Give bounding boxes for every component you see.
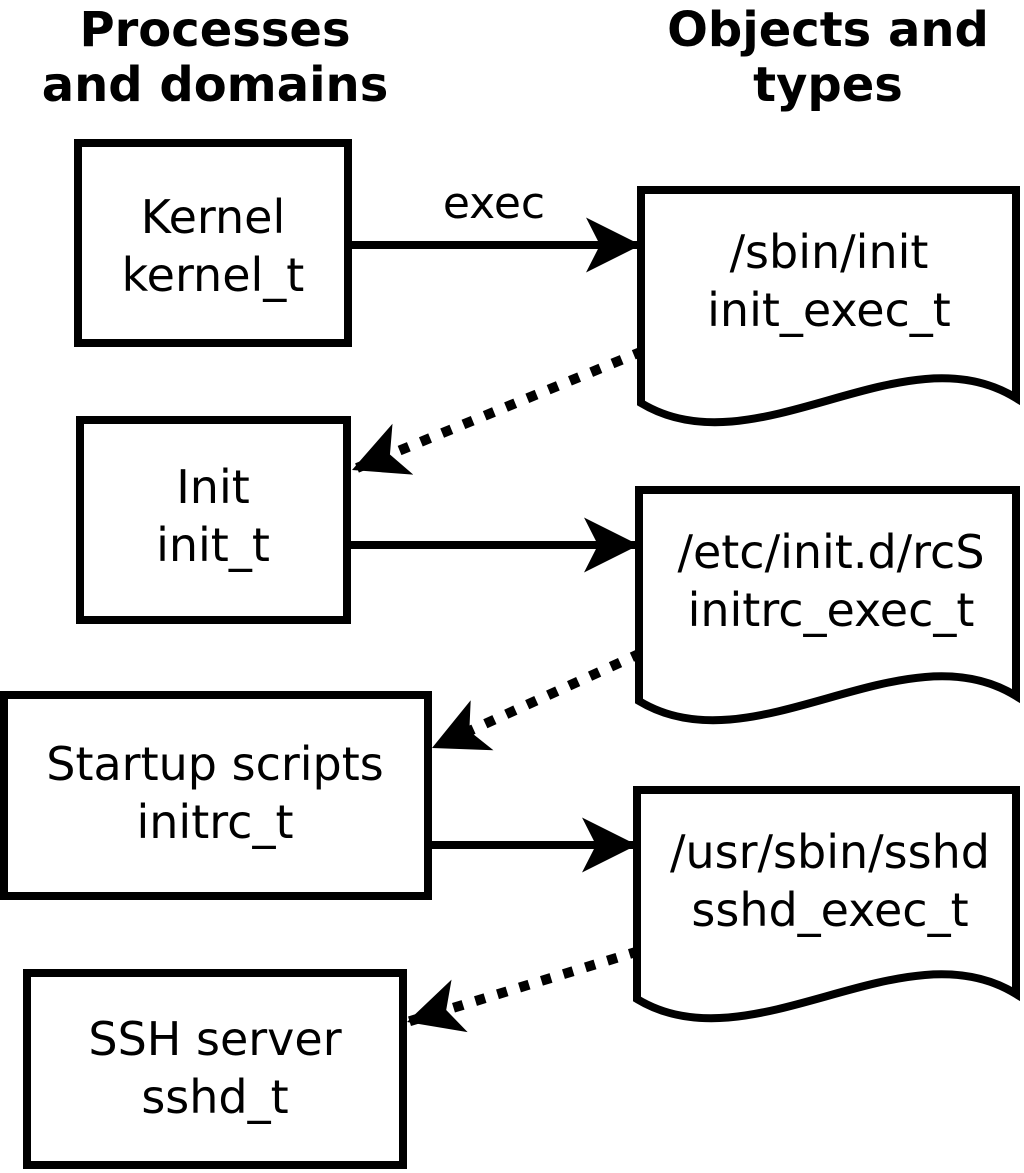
process-node-ssh-server: SSH server sshd_t [23, 969, 407, 1169]
process-node-kernel: Kernel kernel_t [74, 139, 352, 347]
object-document-etc-initd-rcs [635, 486, 1020, 725]
transition-arrows [350, 346, 645, 1033]
object-sbin-init-path: /sbin/init [730, 225, 929, 279]
object-document-usr-sbin-sshd [633, 786, 1020, 1023]
process-init-name: Init [176, 460, 250, 514]
process-node-init: Init init_t [76, 416, 351, 624]
processes-header-line1: Processes [79, 2, 350, 58]
column-header-processes: Processes and domains [42, 2, 389, 113]
object-node-etc-initd-rcs: /etc/init.d/rcS initrc_exec_t [635, 486, 1020, 725]
process-ssh-server-name: SSH server [88, 1012, 341, 1066]
objects-header-line2: types [753, 57, 903, 113]
object-document-sbin-init [637, 186, 1020, 427]
process-kernel-name: Kernel [141, 190, 286, 244]
object-usr-sbin-sshd-path: /usr/sbin/sshd [670, 825, 990, 879]
process-init-type: init_t [156, 518, 270, 572]
object-node-usr-sbin-sshd: /usr/sbin/sshd sshd_exec_t [633, 786, 1020, 1023]
exec-arrow-label: exec [443, 178, 545, 229]
processes-header-line2: and domains [42, 57, 389, 113]
exec-arrows: exec [345, 178, 641, 873]
object-etc-initd-rcs-type: initrc_exec_t [688, 583, 975, 637]
objects-header-line1: Objects and [667, 2, 989, 58]
process-box-init [76, 416, 351, 624]
column-header-objects: Objects and types [667, 2, 989, 113]
object-sbin-init-type: init_exec_t [707, 283, 951, 337]
transition-arrow-sshd-exec-to-sshd-t [405, 946, 641, 1033]
process-startup-scripts-name: Startup scripts [46, 737, 384, 791]
process-node-startup-scripts: Startup scripts initrc_t [0, 691, 432, 900]
process-box-startup-scripts [0, 691, 432, 900]
object-node-sbin-init: /sbin/init init_exec_t [637, 186, 1020, 427]
process-startup-scripts-type: initrc_t [137, 795, 294, 849]
transition-arrow-init-exec-to-init-t [350, 346, 645, 475]
process-ssh-server-type: sshd_t [141, 1070, 288, 1124]
process-box-kernel [74, 139, 352, 347]
process-box-ssh-server [23, 969, 407, 1169]
process-kernel-type: kernel_t [122, 248, 305, 302]
object-etc-initd-rcs-path: /etc/init.d/rcS [677, 525, 984, 579]
object-usr-sbin-sshd-type: sshd_exec_t [691, 883, 968, 937]
transition-arrow-initrc-exec-to-initrc-t [429, 648, 644, 753]
